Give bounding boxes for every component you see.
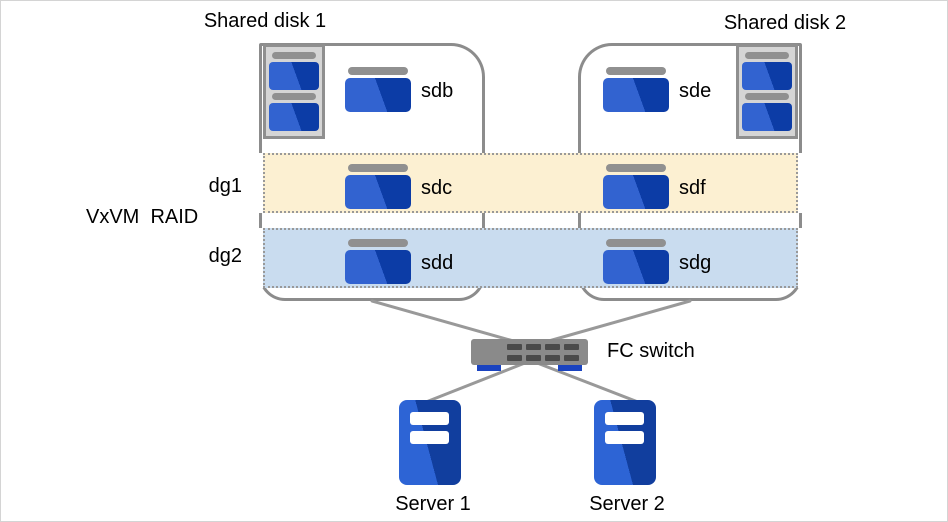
disk-body [603,78,669,112]
disk-label-sdc: sdc [421,177,453,199]
disk-lid [606,239,666,247]
disk-body [345,175,411,209]
disk-array-icon [263,44,325,139]
switch-foot [477,365,501,371]
fc-switch-label: FC switch [607,340,695,362]
disk-icon-sdd [345,239,411,284]
shared-disk-2-title: Shared disk 2 [723,12,847,34]
vxvm-raid-label: VxVM RAID [86,206,199,228]
switch-port [564,355,579,361]
disk-label-sde: sde [679,80,712,102]
switch-ports [507,344,579,361]
server-1-label: Server 1 [395,493,471,515]
disk-body [603,250,669,284]
disk-label-sdg: sdg [679,252,712,274]
disk-body [603,175,669,209]
disk-icon-sdb [345,67,411,112]
disk-icon-sdf [603,164,669,209]
server-drive-bay [605,412,644,425]
line-disk1-to-switch [370,299,533,348]
server-drive-bay [410,412,449,425]
switch-port [526,355,541,361]
switch-port [507,344,522,350]
shared-disk-1-title: Shared disk 1 [203,10,327,32]
switch-port [564,344,579,350]
server-drive-bay [410,431,449,444]
disk-lid [348,67,408,75]
disk-icon-sdc [345,164,411,209]
switch-port [526,344,541,350]
disk-label-sdb: sdb [421,80,454,102]
disk-body [345,250,411,284]
disk-platter-icon [745,93,789,100]
switch-foot [558,365,582,371]
disk-icon-sdg [603,239,669,284]
dg1-label: dg1 [208,175,242,197]
disk-platter-icon [745,52,789,59]
disk-lid [606,67,666,75]
disk-lid [606,164,666,172]
disk-platter-icon [269,103,319,131]
server-2-label: Server 2 [589,493,665,515]
line-switch-to-server2 [530,359,640,404]
disk-body [345,78,411,112]
disk-icon-sde [603,67,669,112]
server-drive-bay [605,431,644,444]
disk-platter-icon [272,93,316,100]
server-2-icon [594,400,656,485]
disk-lid [348,164,408,172]
server-1-icon [399,400,461,485]
disk-platter-icon [269,62,319,90]
disk-lid [348,239,408,247]
disk-platter-icon [272,52,316,59]
fc-switch-icon [471,339,588,371]
disk-platter-icon [742,103,792,131]
line-disk2-to-switch [529,299,692,348]
disk-platter-icon [742,62,792,90]
line-switch-to-server1 [424,359,532,404]
dg2-label: dg2 [208,245,242,267]
disk-label-sdf: sdf [679,177,706,199]
switch-port [545,355,560,361]
switch-port [507,355,522,361]
switch-port [545,344,560,350]
disk-array-icon [736,44,798,139]
disk-label-sdd: sdd [421,252,454,274]
